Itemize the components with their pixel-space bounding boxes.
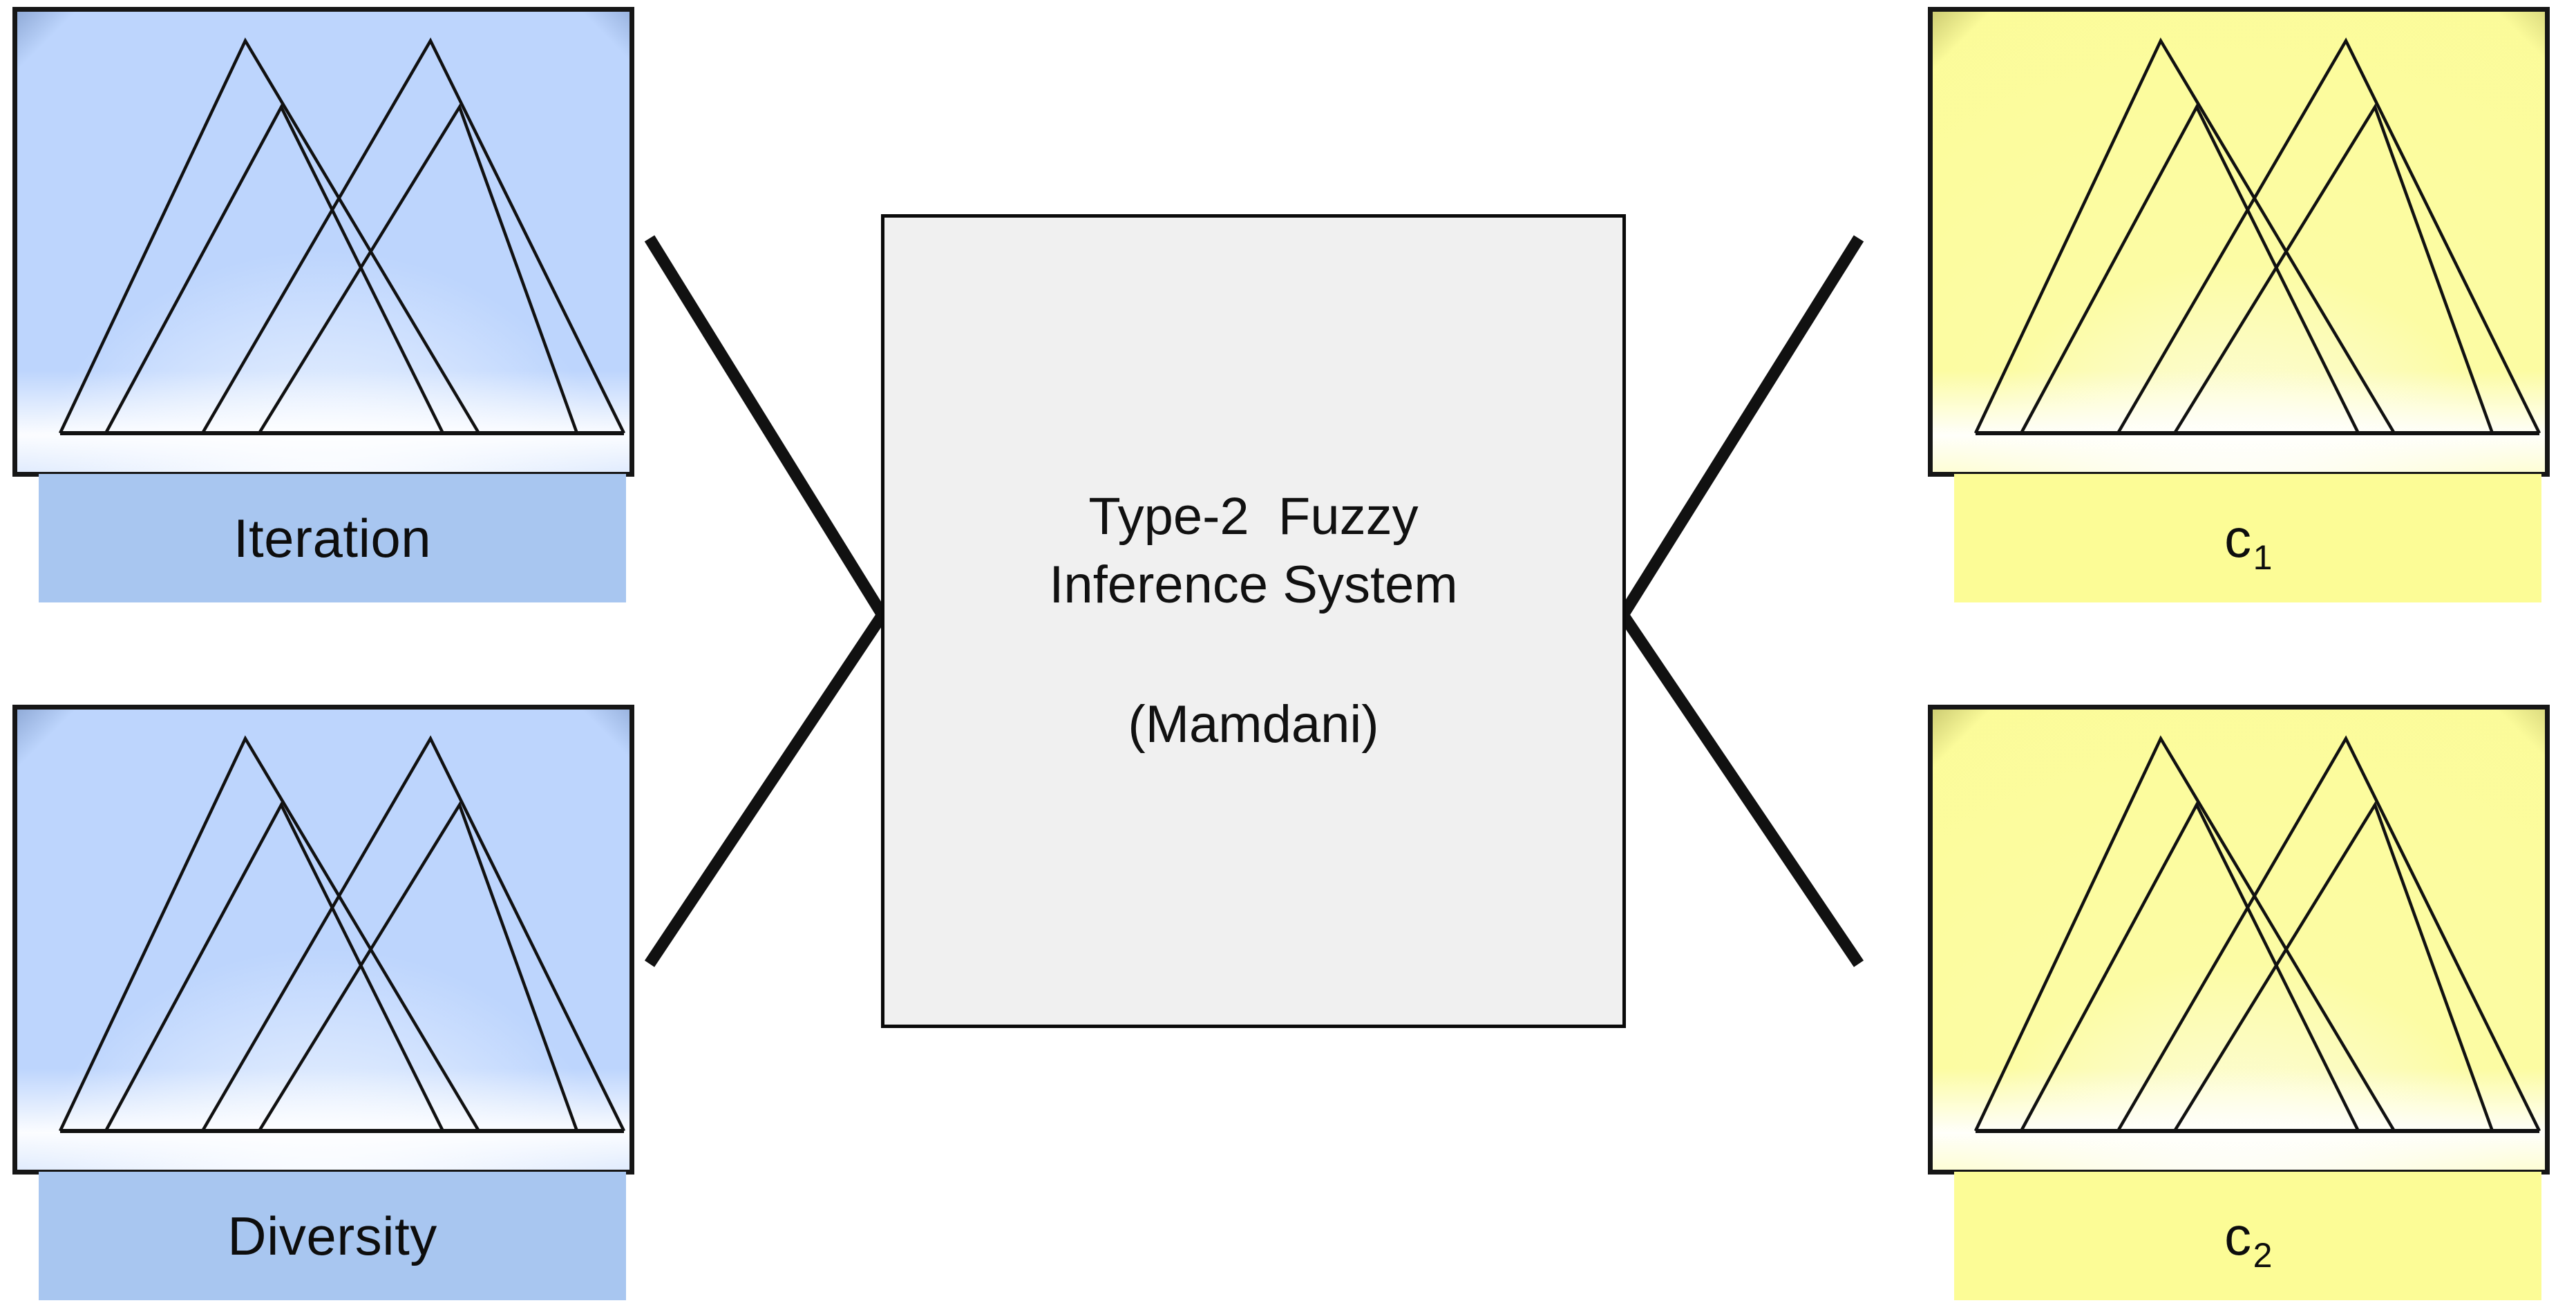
input-card-iteration[interactable]: Iteration xyxy=(12,7,648,608)
connector-engine-to-c1 xyxy=(1618,235,1864,618)
membership-panel-diversity xyxy=(12,705,634,1175)
panel-bevel xyxy=(1933,710,2545,1170)
lower-mf-set-left xyxy=(104,801,445,1132)
panel-bevel xyxy=(17,12,629,472)
upper-mf-set-left xyxy=(1973,37,2396,435)
upper-mf-set-right xyxy=(2116,735,2541,1132)
lower-mf-set-left xyxy=(104,104,445,435)
output-label-c2: c2 xyxy=(2224,1206,2272,1273)
lower-mf-set-left xyxy=(2020,104,2360,435)
lower-mf-set-right xyxy=(2173,801,2494,1132)
input-label-iteration: Iteration xyxy=(233,508,432,569)
output-label-c2-subscript: 2 xyxy=(2253,1236,2273,1275)
input-label-band-diversity: Diversity xyxy=(39,1172,626,1300)
inference-engine-box[interactable]: Type-2 Fuzzy Inference System (Mamdani) xyxy=(881,214,1626,1028)
membership-panel-c2 xyxy=(1928,705,2550,1175)
type2-membership-plot xyxy=(1973,735,2541,1133)
output-label-c1-base: c xyxy=(2224,508,2252,569)
connector-iteration-to-engine xyxy=(644,235,888,618)
panel-bevel xyxy=(1933,12,2545,472)
input-label-diversity: Diversity xyxy=(227,1206,437,1266)
lower-mf-set-right xyxy=(2173,103,2494,435)
engine-title-line-1: Type-2 Fuzzy xyxy=(1088,486,1419,546)
connector-engine-to-c2 xyxy=(1618,611,1864,967)
upper-mf-set-left xyxy=(58,735,480,1132)
type2-membership-plot xyxy=(58,37,626,435)
upper-mf-set-left xyxy=(58,37,480,435)
upper-mf-set-right xyxy=(201,735,626,1132)
panel-bevel xyxy=(17,710,629,1170)
input-card-diversity[interactable]: Diversity xyxy=(12,705,648,1306)
connector-diversity-to-engine xyxy=(644,611,888,967)
output-label-c1: c1 xyxy=(2224,511,2272,575)
output-card-c1[interactable]: c1 xyxy=(1928,7,2564,608)
lower-mf-set-right xyxy=(258,103,579,435)
output-label-c2-base: c xyxy=(2224,1206,2252,1266)
lower-mf-set-right xyxy=(258,801,579,1132)
upper-mf-set-right xyxy=(2116,37,2541,435)
membership-panel-c1 xyxy=(1928,7,2550,477)
output-label-c1-subscript: 1 xyxy=(2253,538,2273,577)
engine-title-line-2: Inference System xyxy=(1049,555,1458,614)
engine-subtitle: (Mamdani) xyxy=(1128,695,1379,754)
output-label-band-c2: c2 xyxy=(1954,1172,2541,1300)
output-card-c2[interactable]: c2 xyxy=(1928,705,2564,1306)
lower-mf-set-left xyxy=(2020,801,2360,1132)
upper-mf-set-right xyxy=(201,37,626,435)
upper-mf-set-left xyxy=(1973,735,2396,1132)
membership-panel-iteration xyxy=(12,7,634,477)
type2-membership-plot xyxy=(1973,37,2541,435)
type2-membership-plot xyxy=(58,735,626,1133)
output-label-band-c1: c1 xyxy=(1954,474,2541,602)
input-label-band-iteration: Iteration xyxy=(39,474,626,602)
